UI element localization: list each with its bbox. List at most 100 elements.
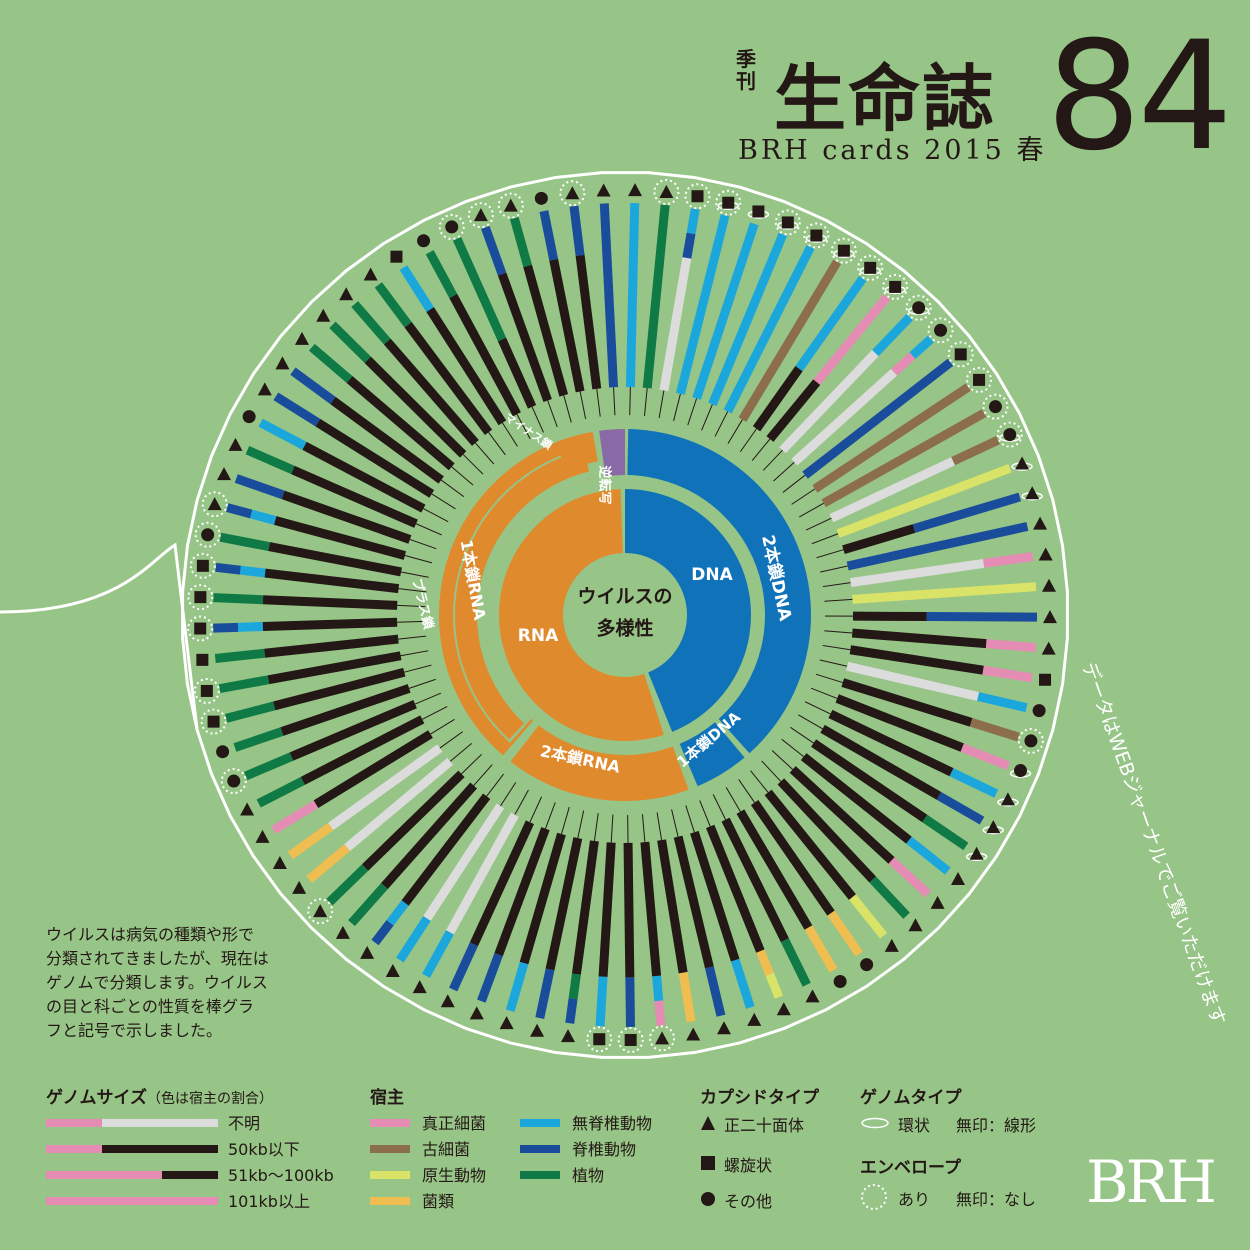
family-symbol: [857, 254, 884, 281]
family-bar: [214, 634, 442, 663]
family-symbol: [1038, 547, 1053, 561]
circle-icon: [860, 958, 874, 972]
bar-host-segment: [625, 203, 640, 388]
bar-size-segment: [264, 634, 399, 658]
envelope-icon: [194, 521, 221, 548]
bar-host-segment: [308, 343, 353, 383]
bar-host-segment: [477, 953, 503, 1003]
bar-host-segment: [723, 245, 815, 414]
bar-host-segment: [306, 844, 351, 883]
family-symbol: [438, 213, 465, 240]
bar-host-segment: [804, 925, 838, 973]
legend-label: 50kb以下: [228, 1140, 300, 1159]
square-icon: [889, 280, 902, 293]
triangle-icon: [717, 1021, 732, 1035]
bar-host-segment: [481, 225, 507, 276]
family-symbol: [833, 975, 847, 989]
triangle-icon: [596, 183, 611, 197]
bar-host-segment: [569, 205, 585, 257]
family-bar: [565, 798, 601, 1024]
bar-host-segment: [290, 367, 336, 405]
ring-ssdna: [679, 722, 745, 787]
bar-size-segment: [849, 645, 984, 675]
envelope-icon: [467, 202, 494, 229]
triangle-icon: [275, 356, 290, 370]
family-symbol: [257, 382, 272, 396]
family-symbol: [951, 872, 966, 886]
bar-host-segment: [852, 582, 1037, 604]
triangle-icon: [747, 1012, 762, 1026]
family-symbol: [653, 179, 680, 206]
triangle-icon: [385, 963, 400, 977]
bar-size-segment: [764, 789, 856, 900]
bar-size-segment: [267, 651, 402, 685]
bar-size-segment: [273, 667, 406, 711]
family-symbol: [561, 1029, 576, 1043]
bar-size-segment: [381, 782, 478, 889]
family-symbol: [966, 366, 993, 393]
legend-label: 不明: [228, 1114, 261, 1133]
legend-label: 螺旋状: [724, 1156, 773, 1175]
triangle-icon: [686, 1027, 701, 1041]
bar-host-segment: [795, 275, 867, 372]
family-symbol: [649, 1025, 676, 1052]
bar-size-segment: [289, 699, 417, 761]
bar-size-segment: [344, 757, 454, 852]
dotted-circle-icon: [861, 1184, 887, 1210]
legend-swatch: [520, 1119, 560, 1127]
bar-host-segment: [827, 910, 863, 957]
family-bar: [809, 582, 1037, 604]
bar-host-segment: [599, 203, 619, 388]
square-icon: [781, 216, 794, 229]
square-icon: [722, 196, 735, 209]
bar-size-segment: [281, 490, 412, 544]
square-icon: [954, 348, 967, 361]
envelope-icon: [996, 421, 1023, 448]
envelope-icon: [200, 708, 227, 735]
bar-host-segment: [912, 492, 1022, 533]
family-bar: [213, 593, 441, 610]
family-symbol: [774, 209, 801, 236]
bar-size-segment: [750, 800, 835, 916]
family-symbol: [747, 1012, 762, 1026]
square-icon: [194, 622, 207, 635]
bar-size-segment: [291, 465, 418, 528]
triangle-icon: [628, 183, 643, 197]
square-icon: [390, 250, 403, 263]
bar-size-segment: [789, 766, 895, 864]
circle-icon: [242, 410, 256, 424]
bar-size-segment: [779, 349, 879, 454]
center-disc: [565, 555, 685, 675]
triangle-icon: [294, 331, 309, 345]
bar-size-segment: [494, 827, 550, 957]
family-symbol: [747, 205, 770, 219]
bar-size-segment: [523, 264, 569, 397]
bar-host-segment: [676, 214, 730, 395]
bar-size-segment: [383, 338, 479, 446]
bar-size-segment: [752, 366, 803, 432]
envelope-icon: [715, 189, 742, 216]
square-icon: [207, 715, 220, 728]
bar-host-segment: [539, 210, 559, 261]
family-symbol: [717, 1021, 732, 1035]
bar-size-segment: [280, 684, 411, 736]
legend-swatch: [370, 1119, 410, 1127]
triangle-icon: [908, 918, 923, 932]
bar-host-segment: [237, 622, 264, 632]
family-symbol: [884, 938, 899, 952]
bar-size-segment: [706, 824, 765, 953]
triangle-icon: [292, 880, 307, 894]
family-symbol: [905, 294, 932, 321]
family-symbol: [927, 317, 954, 344]
family-bar: [215, 562, 442, 595]
bar-size-segment: [766, 379, 821, 442]
family-symbol: [596, 183, 611, 197]
bar-size-segment: [426, 307, 507, 426]
legend-swatch: [370, 1171, 410, 1179]
family-symbol: [930, 895, 945, 909]
family-symbol: [201, 491, 228, 518]
bar-size-segment: [364, 356, 467, 458]
triangle-icon: [986, 820, 1001, 834]
bar-host-segment: [936, 791, 985, 825]
family-symbol: [187, 615, 214, 642]
